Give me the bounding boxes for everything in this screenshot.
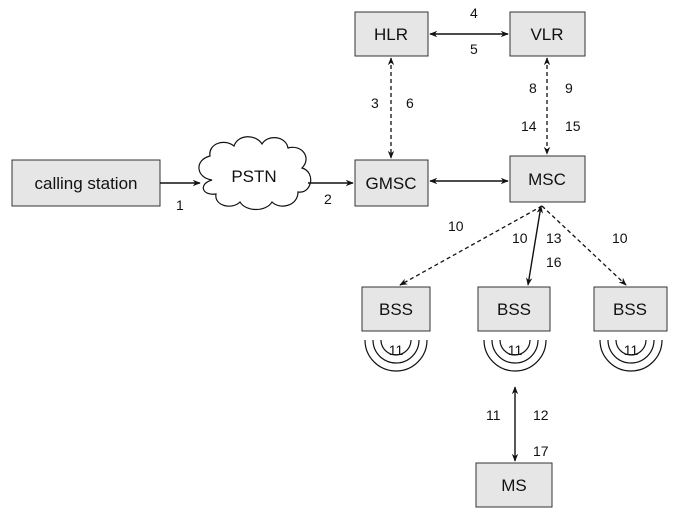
arrow-msc-bss-center <box>526 205 543 286</box>
step-10-right: 10 <box>612 230 628 246</box>
ms-label: MS <box>501 476 527 495</box>
bss-center-label: BSS <box>497 300 531 319</box>
step-10-left: 10 <box>448 218 464 234</box>
step-6: 6 <box>406 95 414 111</box>
vlr-node: VLR <box>509 11 586 57</box>
step-11-center: 11 <box>508 342 523 358</box>
step-8: 8 <box>529 80 537 96</box>
step-3: 3 <box>371 95 379 111</box>
arrow-msc-bss-right <box>541 205 627 286</box>
gmsc-node: GMSC <box>354 159 429 207</box>
bss-right-label: BSS <box>613 300 647 319</box>
bss-left-label: BSS <box>379 300 413 319</box>
radio-waves-left-icon <box>364 339 428 372</box>
step-2: 2 <box>324 191 332 207</box>
bss-left-node: BSS <box>361 286 431 332</box>
step-15: 15 <box>565 118 581 134</box>
gmsc-label: GMSC <box>366 174 417 193</box>
step-11-left: 11 <box>389 342 404 358</box>
step-5: 5 <box>470 41 478 57</box>
step-16: 16 <box>546 254 562 270</box>
step-10-center: 10 <box>512 230 528 246</box>
vlr-label: VLR <box>530 25 563 44</box>
step-14: 14 <box>521 118 537 134</box>
step-11-right: 11 <box>624 342 639 358</box>
ms-node: MS <box>475 462 553 508</box>
step-9: 9 <box>565 80 573 96</box>
bss-right-node: BSS <box>593 286 668 332</box>
pstn-label: PSTN <box>231 167 276 186</box>
step-1: 1 <box>176 197 184 213</box>
bss-center-node: BSS <box>477 286 551 332</box>
msc-label: MSC <box>528 170 566 189</box>
step-4: 4 <box>470 5 478 21</box>
step-17: 17 <box>533 443 549 459</box>
pstn-cloud: PSTN <box>198 136 312 211</box>
hlr-label: HLR <box>374 25 408 44</box>
step-13: 13 <box>546 230 562 246</box>
arrow-msc-bss-left <box>399 205 543 286</box>
radio-waves-center-icon <box>483 339 547 372</box>
calling-station-label: calling station <box>34 174 137 193</box>
radio-waves-right-icon <box>599 339 663 372</box>
step-11-ms: 11 <box>486 407 501 423</box>
msc-node: MSC <box>509 155 586 203</box>
calling-station-node: calling station <box>11 159 161 207</box>
step-12: 12 <box>533 407 549 423</box>
hlr-node: HLR <box>354 11 429 57</box>
